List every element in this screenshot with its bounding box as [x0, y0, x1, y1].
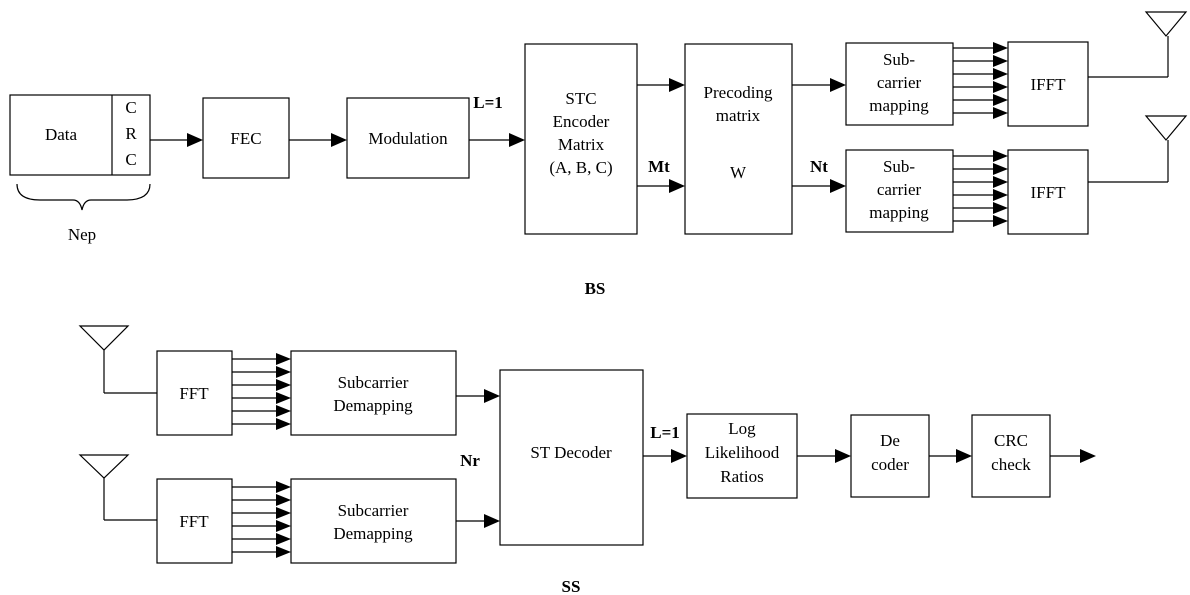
st-decoder-label: ST Decoder	[530, 443, 612, 462]
data-crc-block	[9, 94, 151, 176]
llr-line-2: Likelihood	[705, 443, 780, 462]
precoding-line-2: matrix	[716, 106, 761, 125]
arrow-head	[509, 133, 525, 147]
subcarrier-arrows-tx-2	[953, 150, 1008, 227]
submap2-line-3: mapping	[869, 203, 929, 222]
submap1-line-3: mapping	[869, 96, 929, 115]
antenna-icon	[1088, 115, 1188, 183]
decoder-block	[850, 414, 930, 498]
arrow-head	[956, 449, 972, 463]
crc-letter-1: C	[125, 98, 136, 117]
data-label: Data	[45, 125, 78, 144]
arrow-head	[669, 179, 685, 193]
arrow-head	[484, 389, 500, 403]
nr-label: Nr	[460, 451, 480, 470]
bs-section-label: BS	[585, 279, 606, 298]
crc-check-block	[971, 414, 1051, 498]
crc-letter-2: R	[125, 124, 137, 143]
antenna-icon	[1088, 11, 1188, 78]
stc-line-3: Matrix	[558, 135, 605, 154]
stc-encoder-block	[524, 43, 638, 235]
arrow-head	[484, 514, 500, 528]
mt-label: Mt	[648, 157, 670, 176]
arrow-head	[331, 133, 347, 147]
subcarrier-arrows-rx-2	[232, 481, 291, 558]
nep-label: Nep	[68, 225, 96, 244]
demap2-line-2: Demapping	[333, 524, 413, 543]
nep-brace	[16, 183, 151, 211]
demap1-line-2: Demapping	[333, 396, 413, 415]
crc-check-line-1: CRC	[994, 431, 1028, 450]
fft-block-2	[156, 478, 233, 564]
llr-line-3: Ratios	[720, 467, 763, 486]
subcarrier-demapping-block-2	[290, 478, 457, 564]
ifft1-label: IFFT	[1031, 75, 1067, 94]
arrow-head	[671, 449, 687, 463]
l1-label-rx: L=1	[650, 423, 680, 442]
decoder-line-2: coder	[871, 455, 909, 474]
antenna-icon	[78, 325, 157, 394]
subcarrier-mapping-block-2	[845, 149, 954, 233]
arrow-head	[830, 78, 846, 92]
fft-block-1	[156, 350, 233, 436]
fec-block	[202, 97, 290, 179]
llr-block	[686, 413, 798, 499]
submap2-line-1: Sub-	[883, 157, 915, 176]
precoding-line-1: Precoding	[704, 83, 773, 102]
precoding-w: W	[730, 163, 747, 182]
llr-line-1: Log	[728, 419, 756, 438]
decoder-line-1: De	[880, 431, 900, 450]
nt-label: Nt	[810, 157, 828, 176]
arrow-head	[830, 179, 846, 193]
stc-line-2: Encoder	[553, 112, 610, 131]
fft2-label: FFT	[179, 512, 209, 531]
arrow-head	[835, 449, 851, 463]
stc-line-4: (A, B, C)	[549, 158, 612, 177]
stc-line-1: STC	[565, 89, 596, 108]
submap2-line-2: carrier	[877, 180, 922, 199]
ifft-block-1	[1007, 41, 1089, 127]
crc-letter-3: C	[125, 150, 136, 169]
fft1-label: FFT	[179, 384, 209, 403]
subcarrier-arrows-tx-1	[953, 42, 1008, 119]
l1-label-tx: L=1	[473, 93, 503, 112]
subcarrier-mapping-block-1	[845, 42, 954, 126]
ss-section-label: SS	[562, 577, 581, 595]
subcarrier-arrows-rx-1	[232, 353, 291, 430]
precoding-block	[684, 43, 793, 235]
output-arrow-head	[1080, 449, 1096, 463]
fec-label: FEC	[230, 129, 261, 148]
st-decoder-block	[499, 369, 644, 546]
submap1-line-2: carrier	[877, 73, 922, 92]
demap2-line-1: Subcarrier	[338, 501, 409, 520]
antenna-icon	[78, 454, 157, 521]
ifft2-label: IFFT	[1031, 183, 1067, 202]
arrow-head	[669, 78, 685, 92]
subcarrier-demapping-block-1	[290, 350, 457, 436]
submap1-line-1: Sub-	[883, 50, 915, 69]
modulation-label: Modulation	[368, 129, 448, 148]
arrow-head	[187, 133, 203, 147]
modulation-block	[346, 97, 470, 179]
crc-check-line-2: check	[991, 455, 1031, 474]
demap1-line-1: Subcarrier	[338, 373, 409, 392]
ifft-block-2	[1007, 149, 1089, 235]
